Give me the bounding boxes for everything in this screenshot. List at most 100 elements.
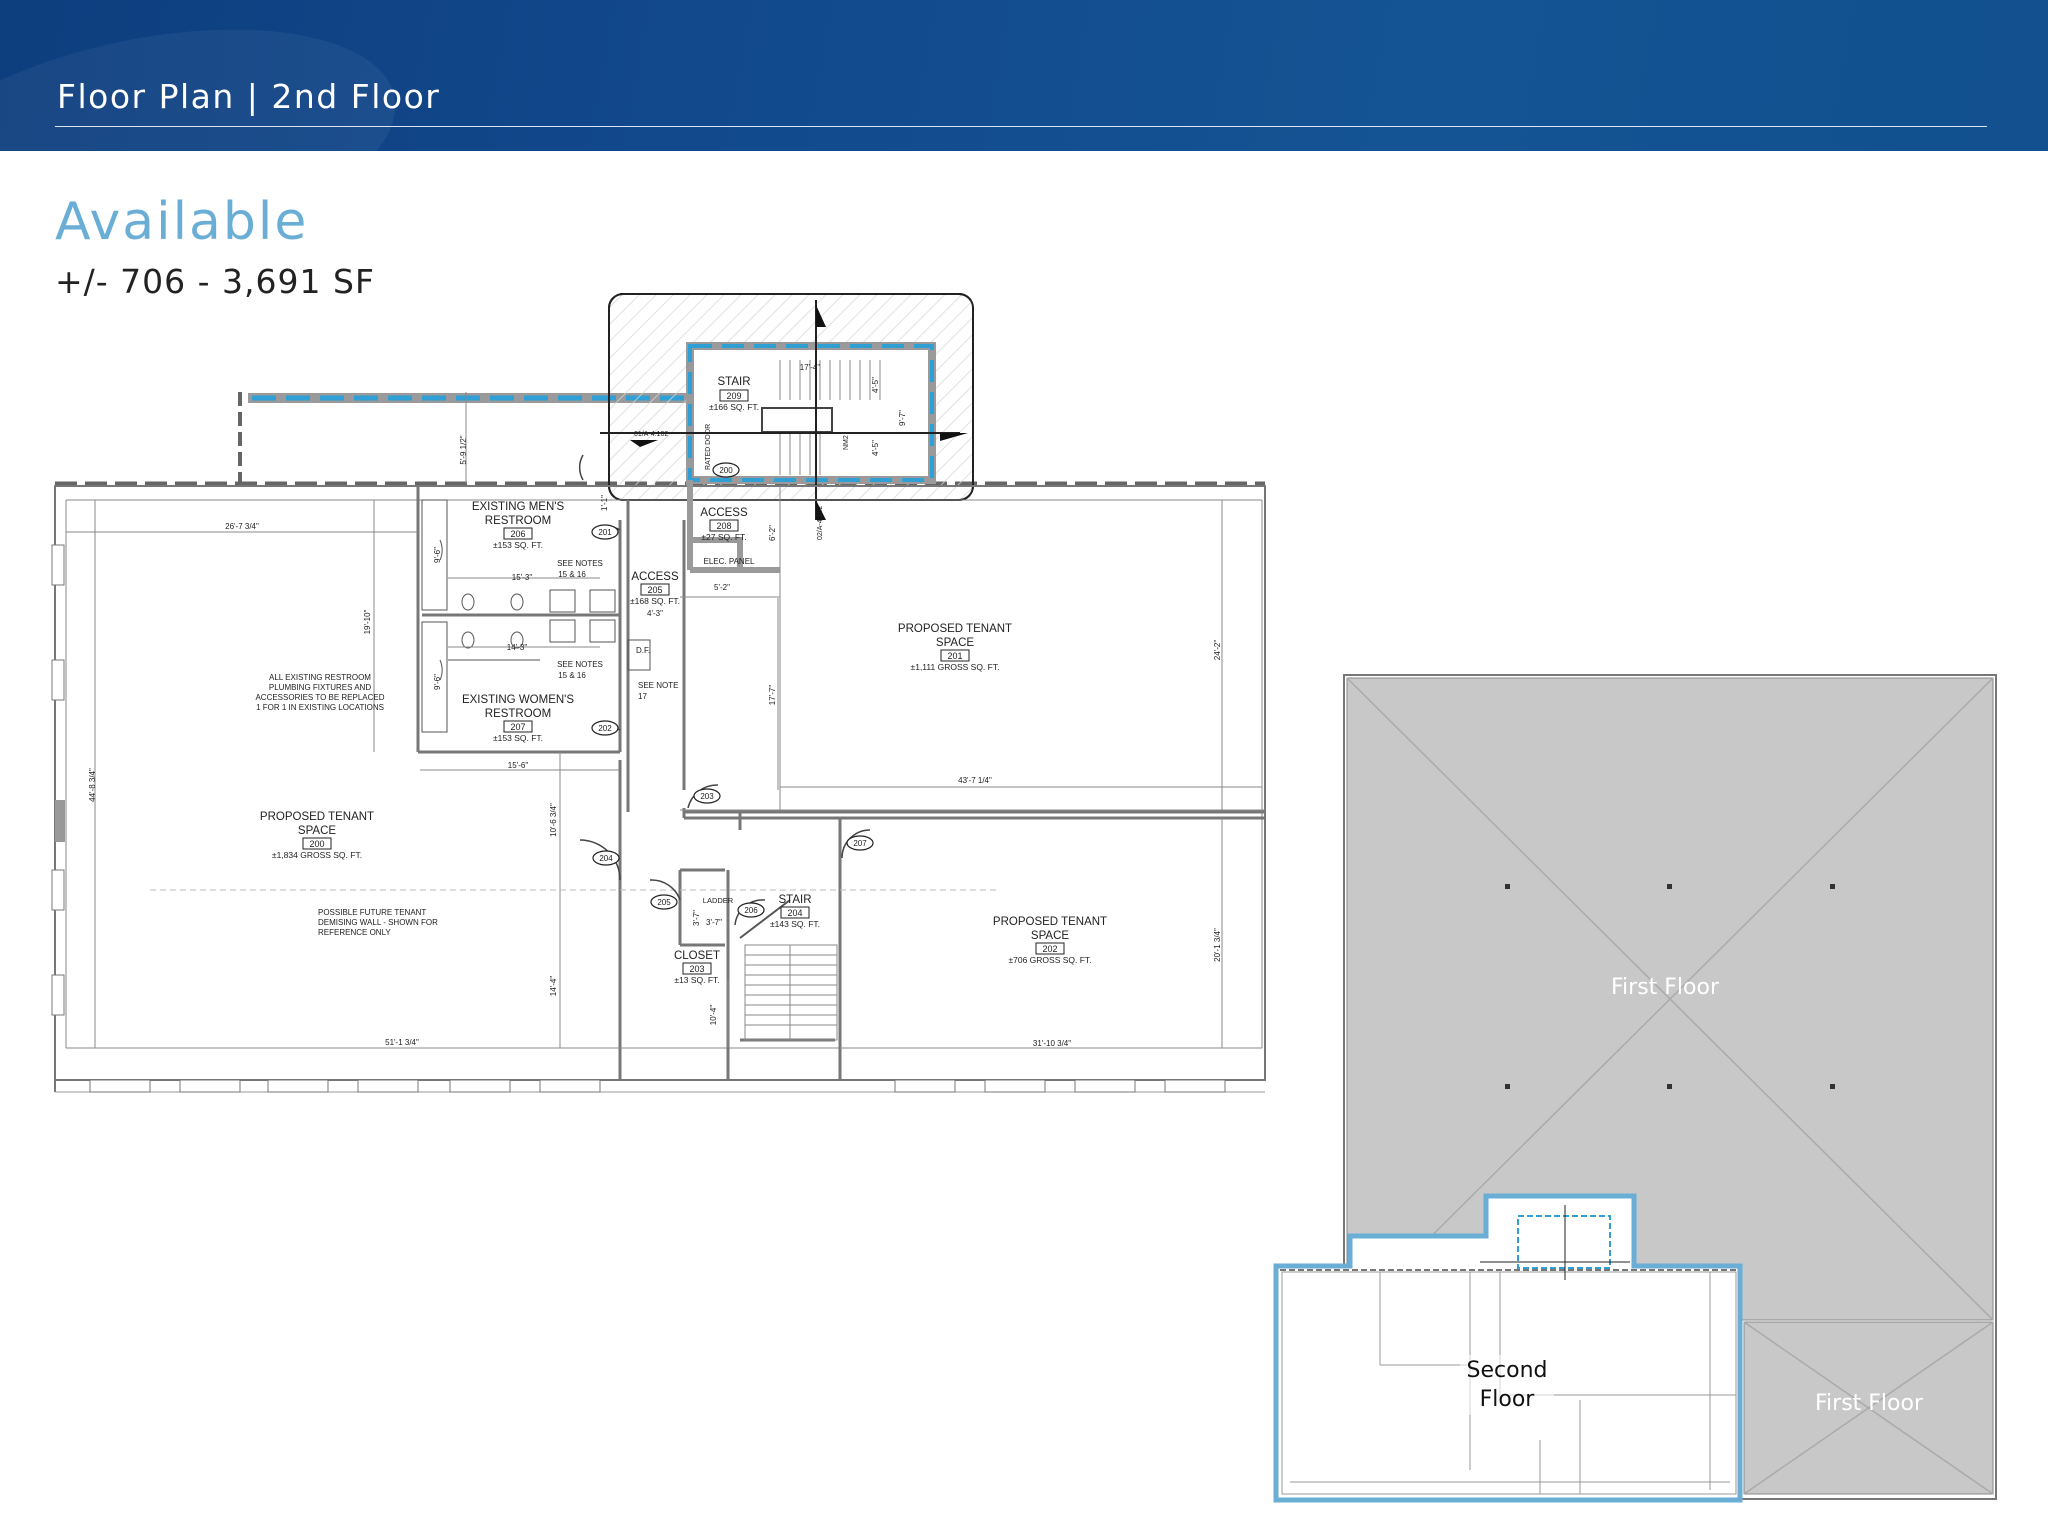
room-202-name1: PROPOSED TENANT	[993, 916, 1107, 928]
svg-text:DEMISING WALL - SHOWN FOR: DEMISING WALL - SHOWN FOR	[318, 918, 438, 927]
svg-text:17'-4": 17'-4"	[800, 363, 821, 372]
column-dots	[1505, 884, 1835, 1089]
svg-text:51'-1 3/4": 51'-1 3/4"	[385, 1038, 419, 1047]
restroom-fixtures	[421, 499, 651, 733]
header-rule	[55, 126, 1987, 127]
room-201-name1: PROPOSED TENANT	[898, 623, 1012, 635]
svg-text:19'-10": 19'-10"	[363, 609, 372, 634]
svg-text:15'-6": 15'-6"	[508, 761, 529, 770]
room-203-number: 203	[689, 964, 704, 974]
svg-text:14'-3": 14'-3"	[507, 643, 528, 652]
room-201-number: 201	[947, 651, 962, 661]
svg-text:20'-1 3/4": 20'-1 3/4"	[1213, 928, 1222, 962]
ladder-note: LADDER	[703, 896, 734, 905]
stair-204-treads	[739, 899, 838, 1041]
room-209-name: STAIR	[717, 376, 750, 388]
room-207-number: 207	[510, 722, 525, 732]
room-207-name1: EXISTING WOMEN'S	[462, 694, 574, 706]
svg-text:REFERENCE ONLY: REFERENCE ONLY	[318, 928, 391, 937]
room-200-name1: PROPOSED TENANT	[260, 811, 374, 823]
first-floor-labels: First Floor First Floor	[1611, 975, 1924, 1416]
dimension-labels: 26'-7 3/4" 5'-9 1/2" 15'-3" 14'-3" 15'-6…	[88, 363, 1222, 1048]
room-207-area: ±153 SQ. FT.	[493, 733, 543, 743]
page-title: Floor Plan | 2nd Floor	[57, 77, 441, 116]
room-204-name: STAIR	[778, 894, 811, 906]
floor-plan: STAIR 209 ±166 SQ. FT. EXISTING MEN'S RE…	[51, 293, 1266, 1093]
door-tags	[591, 462, 874, 918]
svg-text:14'-4": 14'-4"	[549, 976, 558, 997]
second-floor-mini-plan	[1280, 1205, 1738, 1495]
svg-text:1'-1": 1'-1"	[600, 495, 609, 511]
svg-text:24'-2": 24'-2"	[1213, 640, 1222, 661]
interior-walls	[416, 486, 1265, 1080]
availability-label: Available	[55, 192, 309, 252]
svg-text:9'-6": 9'-6"	[433, 547, 442, 563]
room-204-number: 204	[787, 908, 802, 918]
second-floor-label-1: Second	[1467, 1358, 1548, 1383]
svg-text:5'-2": 5'-2"	[714, 583, 730, 592]
room-205-area: ±168 SQ. FT.	[630, 596, 680, 606]
room-208-name: ACCESS	[700, 507, 748, 519]
svg-text:202: 202	[598, 724, 612, 733]
key-map: First Floor First Floor Second Floor	[1273, 674, 1997, 1503]
room-206-number: 206	[510, 529, 525, 539]
svg-text:205: 205	[657, 898, 671, 907]
room-201-name2: SPACE	[936, 637, 974, 649]
svg-text:203: 203	[700, 792, 714, 801]
svg-text:201: 201	[598, 528, 612, 537]
room-200-area: ±1,834 GROSS SQ. FT.	[272, 850, 362, 860]
room-206-name2: RESTROOM	[485, 515, 551, 527]
room-202-area: ±706 GROSS SQ. FT.	[1008, 955, 1091, 965]
door-numbers: 200 201 202 203 204 205 206 207	[598, 466, 867, 915]
room-201-area: ±1,111 GROSS SQ. FT.	[911, 662, 1000, 672]
svg-text:15 & 16: 15 & 16	[558, 570, 586, 579]
room-203-name: CLOSET	[674, 950, 720, 962]
svg-text:9'-7": 9'-7"	[898, 410, 907, 426]
section-arrow-right	[940, 433, 968, 441]
svg-text:02/A-4.102: 02/A-4.102	[817, 506, 824, 540]
stair-209-highlight	[688, 344, 934, 482]
room-200-number: 200	[309, 839, 324, 849]
left-opening	[55, 800, 65, 842]
svg-text:17: 17	[638, 692, 647, 701]
svg-text:15'-3": 15'-3"	[512, 573, 533, 582]
stair-209-landing	[761, 407, 833, 433]
room-203-area: ±13 SQ. FT.	[674, 975, 719, 985]
room-209-number: 209	[726, 391, 741, 401]
window-marks	[51, 544, 1226, 1093]
room-208-area: ±27 SQ. FT.	[701, 532, 746, 542]
sf-range: +/- 706 - 3,691 SF	[55, 262, 375, 301]
room-204-area: ±143 SQ. FT.	[770, 919, 820, 929]
stair-209-treads	[779, 360, 881, 475]
svg-text:01/A-4.102: 01/A-4.102	[634, 431, 668, 438]
svg-text:204: 204	[599, 854, 613, 863]
svg-text:6'-2": 6'-2"	[768, 525, 777, 541]
svg-text:200: 200	[719, 466, 733, 475]
svg-text:9'-6": 9'-6"	[433, 674, 442, 690]
svg-text:5'-9 1/2": 5'-9 1/2"	[459, 435, 468, 464]
svg-text:4'-3": 4'-3"	[647, 609, 663, 618]
building-outline	[54, 485, 1266, 1081]
svg-text:10'-6 3/4": 10'-6 3/4"	[549, 803, 558, 837]
first-floor-label-top: First Floor	[1611, 975, 1720, 1000]
room-205-name: ACCESS	[631, 571, 679, 583]
room-202-name2: SPACE	[1031, 930, 1069, 942]
room-200-name2: SPACE	[298, 825, 336, 837]
room-206-name1: EXISTING MEN'S	[472, 501, 565, 513]
svg-text:206: 206	[744, 906, 758, 915]
svg-text:SEE NOTES: SEE NOTES	[557, 660, 603, 669]
svg-text:43'-7 1/4": 43'-7 1/4"	[958, 776, 992, 785]
section-arrow-top	[816, 305, 826, 327]
svg-text:44'-8 3/4": 44'-8 3/4"	[88, 768, 97, 802]
room-206-area: ±153 SQ. FT.	[493, 540, 543, 550]
svg-text:207: 207	[853, 839, 867, 848]
svg-text:4'-5": 4'-5"	[871, 377, 880, 393]
room-202-number: 202	[1042, 944, 1057, 954]
svg-text:RATED DOOR: RATED DOOR	[705, 424, 712, 470]
svg-text:POSSIBLE FUTURE TENANT: POSSIBLE FUTURE TENANT	[318, 908, 426, 917]
second-floor-label-2: Floor	[1480, 1387, 1536, 1412]
svg-text:ALL EXISTING RESTROOM: ALL EXISTING RESTROOM	[269, 673, 371, 682]
header-banner: Floor Plan | 2nd Floor	[0, 0, 2048, 151]
svg-text:10'-4": 10'-4"	[709, 1005, 718, 1026]
svg-text:PLUMBING FIXTURES AND: PLUMBING FIXTURES AND	[269, 683, 371, 692]
